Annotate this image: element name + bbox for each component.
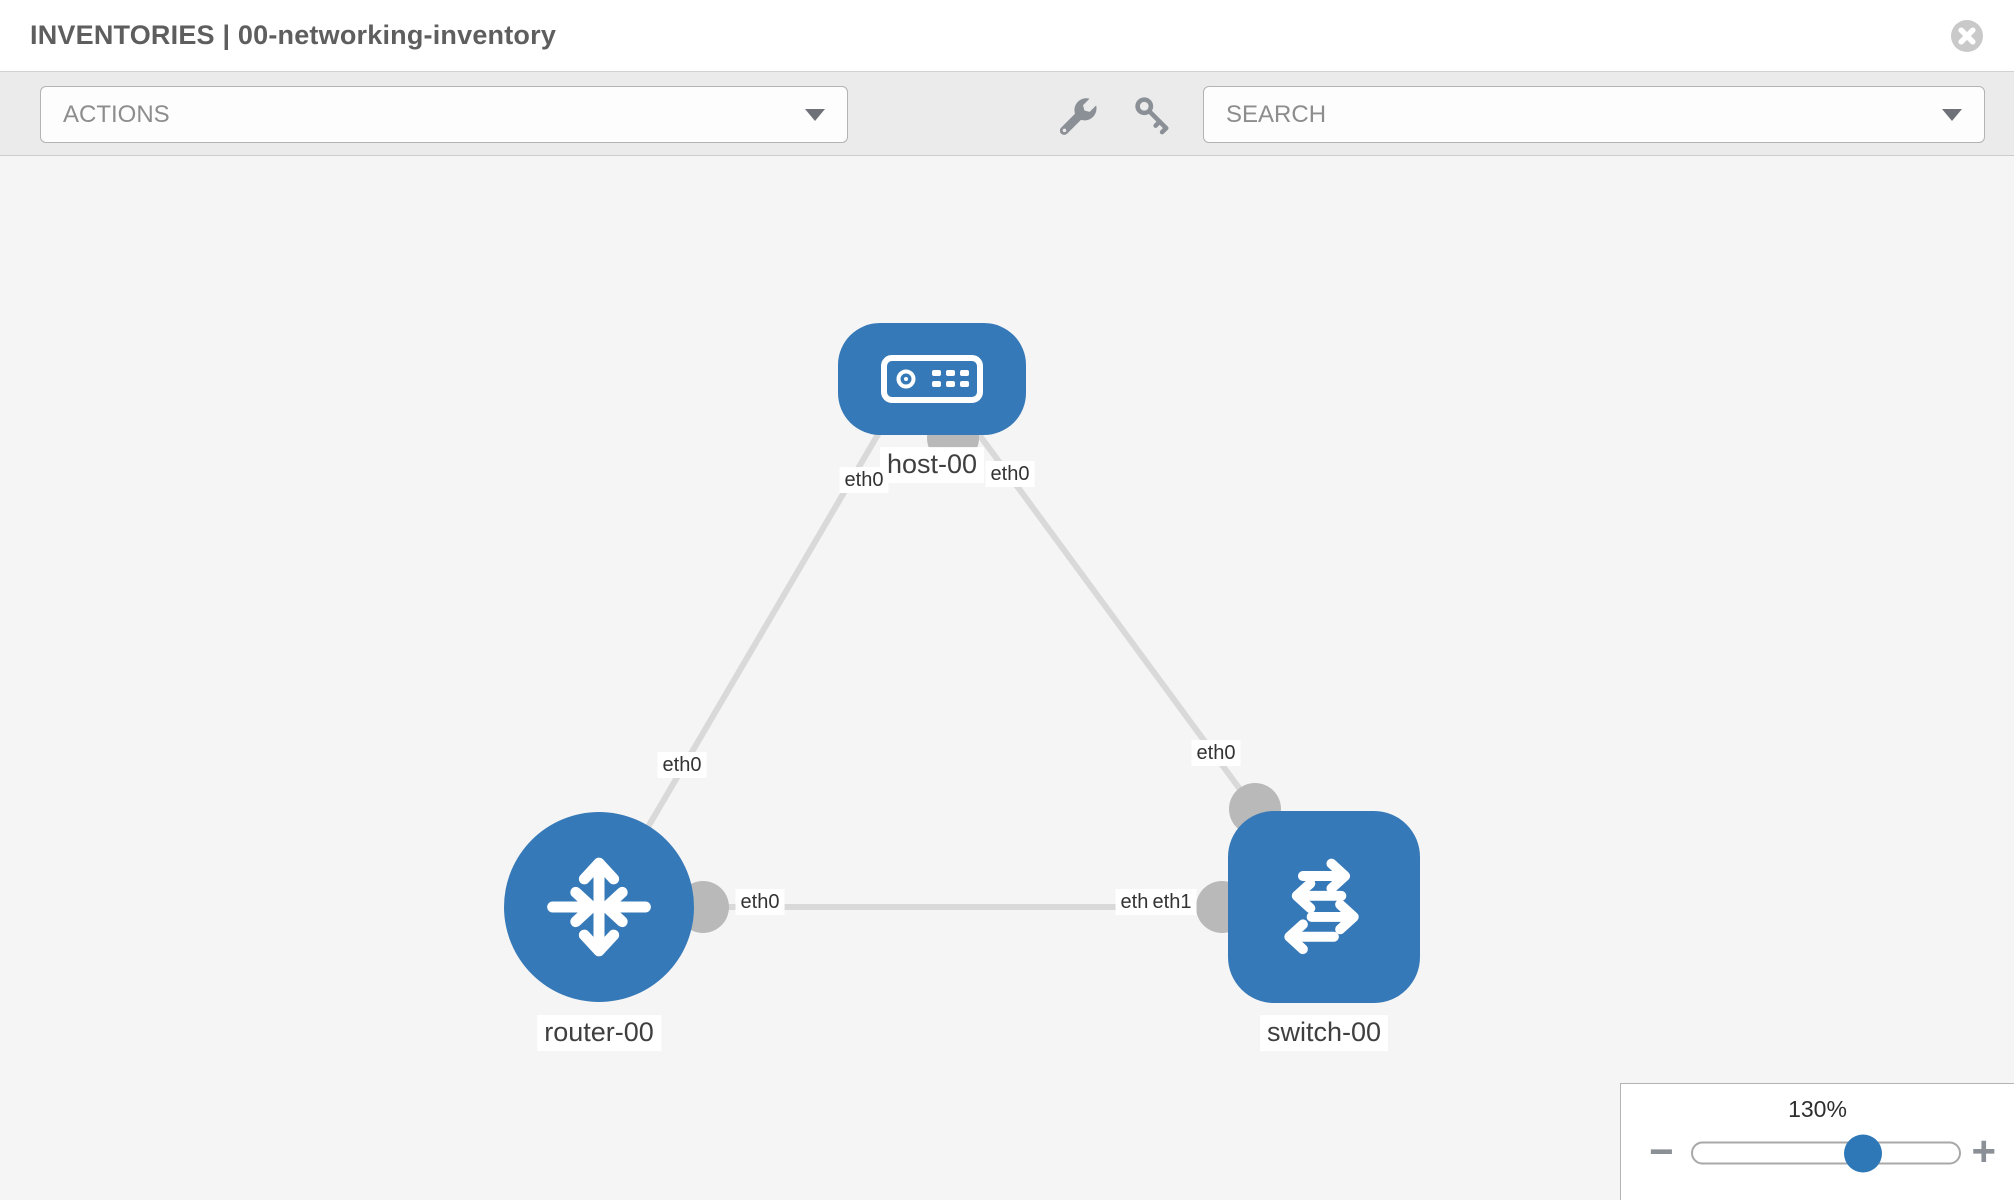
actions-dropdown-label: ACTIONS — [63, 100, 170, 128]
zoom-slider-thumb[interactable] — [1844, 1134, 1883, 1172]
search-dropdown[interactable]: SEARCH — [1203, 86, 1985, 143]
toolbar: ACTIONS SEARCH — [0, 72, 2014, 156]
topology-links-layer — [645, 412, 1281, 933]
key-icon — [1135, 97, 1169, 135]
header: INVENTORIES | 00-networking-inventory — [0, 0, 2014, 72]
zoom-slider-row: − + — [1621, 1127, 2014, 1175]
zoom-control-panel: 130% − + — [1620, 1083, 2014, 1200]
chevron-down-icon — [1942, 108, 1962, 121]
actions-dropdown[interactable]: ACTIONS — [40, 86, 848, 143]
close-icon — [1951, 19, 1983, 52]
node-router-00[interactable] — [504, 812, 694, 1002]
close-button[interactable] — [1950, 19, 1984, 53]
node-host-00[interactable] — [838, 323, 1026, 435]
chevron-down-icon — [805, 108, 825, 121]
node-switch-00[interactable] — [1228, 811, 1420, 1003]
interface-label-switch-eth1-left: eth1 — [1147, 889, 1197, 915]
zoom-out-button[interactable]: − — [1649, 1127, 1674, 1175]
interface-label-host-eth0-left: eth0 — [839, 467, 889, 493]
page-title: INVENTORIES | 00-networking-inventory — [30, 20, 557, 50]
topology-canvas[interactable]: host-00 router-00 switch-00 eth0 eth0 et… — [0, 157, 2014, 1200]
host-icon — [881, 355, 983, 403]
node-label-router-00: router-00 — [537, 1015, 661, 1051]
router-icon — [547, 857, 651, 957]
node-label-host-00: host-00 — [879, 447, 985, 483]
zoom-slider-track[interactable] — [1691, 1134, 1961, 1172]
interface-label-host-eth0-right: eth0 — [985, 461, 1035, 487]
credentials-button[interactable] — [1132, 94, 1174, 136]
interface-label-router-eth0-right: eth0 — [735, 889, 785, 915]
zoom-in-button[interactable]: + — [1971, 1127, 1996, 1175]
configure-button[interactable] — [1058, 94, 1100, 136]
node-label-switch-00: switch-00 — [1259, 1015, 1389, 1051]
wrench-icon — [1059, 98, 1097, 135]
switch-icon — [1284, 858, 1359, 955]
search-placeholder: SEARCH — [1226, 100, 1327, 128]
interface-label-router-eth0-top: eth0 — [657, 752, 707, 778]
zoom-level-value: 130% — [1788, 1096, 1847, 1122]
interface-label-switch-eth0-top: eth0 — [1191, 740, 1241, 766]
